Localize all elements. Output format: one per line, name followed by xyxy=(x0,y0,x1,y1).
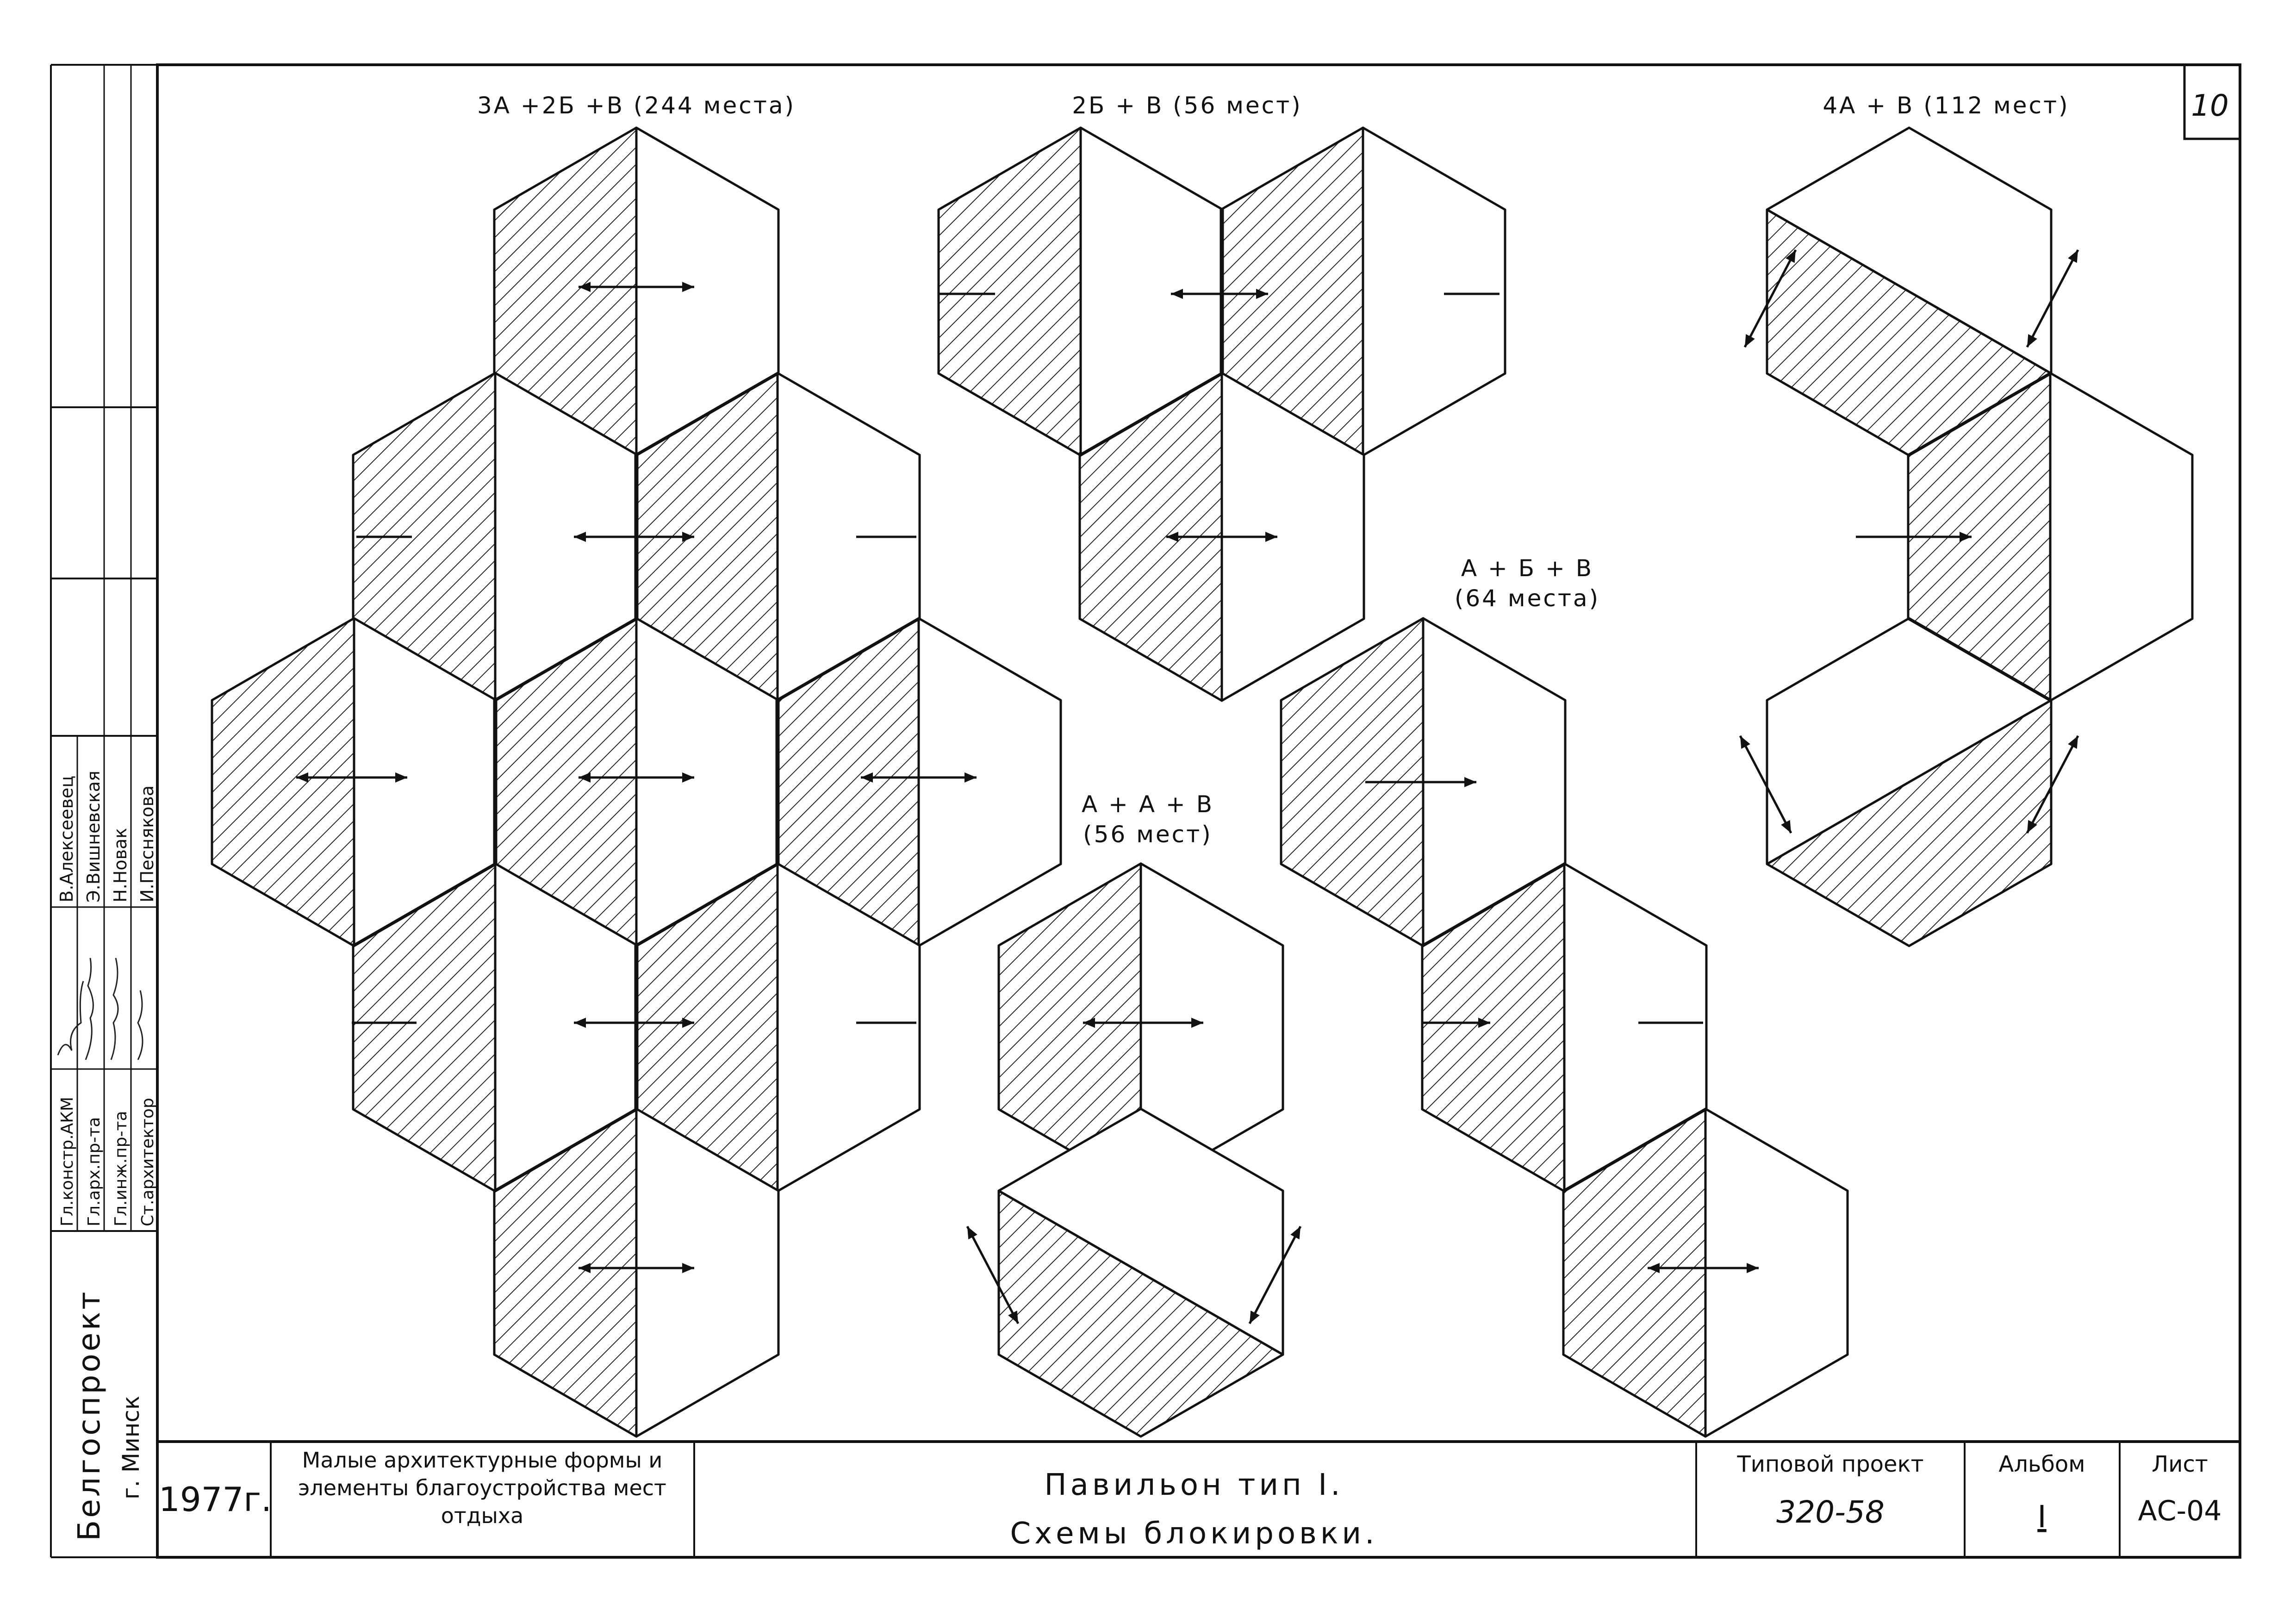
arrow-line xyxy=(1743,249,1797,348)
arrow-head xyxy=(2068,250,2078,263)
arrow-head xyxy=(1745,334,1755,347)
scheme-title: 4А + В (112 мест) xyxy=(1823,92,2069,119)
arrow-head xyxy=(1250,1310,1260,1324)
approval-names: В.Алексеевец Э.Вишневская Н.Новак И.Песн… xyxy=(56,771,157,902)
pavilion-half xyxy=(937,126,1082,457)
sheet-value: АС-04 xyxy=(2138,1495,2222,1527)
arrow-head xyxy=(682,1018,694,1028)
arrow-head xyxy=(682,282,694,292)
role-2: Гл.арх.пр-та xyxy=(85,1117,104,1226)
scheme-title: А + Б + В xyxy=(1461,555,1593,582)
arrow-head xyxy=(1960,532,1972,542)
arrow-head xyxy=(579,282,591,292)
arrow-head xyxy=(1008,1310,1018,1324)
approval-roles: Гл.констр.АКМ Гл.арх.пр-та Гл.инж.пр-та … xyxy=(58,1097,157,1226)
pavilion-half xyxy=(1139,862,1284,1193)
arrow-head xyxy=(574,532,586,542)
project-value: 320-58 xyxy=(1776,1494,1885,1530)
arrow-head xyxy=(579,1263,591,1273)
title-block: 1977г. Малые архитектурные формы и элеме… xyxy=(157,1440,2240,1557)
arrow-head xyxy=(2027,334,2037,347)
role-4: Ст.архитектор xyxy=(138,1098,157,1226)
pavilion-half xyxy=(917,617,1062,947)
name-1: В.Алексеевец xyxy=(56,776,77,902)
arrow-line xyxy=(2026,735,2079,834)
pavilion-half xyxy=(1220,372,1365,702)
pavilion-half xyxy=(635,1107,780,1438)
arrow-head xyxy=(1265,532,1277,542)
drawing-title-line-2: Схемы блокировки. xyxy=(1010,1517,1378,1551)
approval-signatures xyxy=(57,958,143,1060)
sheet-number: 10 xyxy=(2191,89,2228,123)
arrow-head xyxy=(967,1226,977,1240)
arrow-head xyxy=(1083,1018,1095,1028)
role-1: Гл.констр.АКМ xyxy=(58,1097,77,1226)
arrow-head xyxy=(574,1018,586,1028)
scheme-title: А + А + В xyxy=(1082,791,1214,818)
arrow-head xyxy=(296,772,308,783)
pavilion-half xyxy=(997,1189,1284,1438)
arrow-head xyxy=(1786,250,1796,263)
arrow-head xyxy=(964,772,977,783)
arrow-head xyxy=(1191,1018,1203,1028)
name-3: Н.Новак xyxy=(110,828,131,902)
project-label: Типовой проект xyxy=(1736,1451,1923,1477)
sheet-number-box xyxy=(2183,63,2241,140)
arrow-head xyxy=(1740,736,1750,749)
arrow-head xyxy=(1166,532,1178,542)
arrow-head xyxy=(1478,1018,1490,1028)
scheme-title: (56 мест) xyxy=(1083,821,1213,848)
scheme-title: (64 места) xyxy=(1455,585,1600,612)
arrow-head xyxy=(1171,289,1183,299)
pavilion-half xyxy=(1704,1107,1849,1438)
arrow-head xyxy=(1781,820,1791,833)
name-2: Э.Вишневская xyxy=(83,771,104,902)
pavilion-half xyxy=(776,862,921,1193)
arrow-head xyxy=(2027,820,2037,833)
album-value: I xyxy=(2037,1499,2046,1535)
pavilion-half xyxy=(2049,372,2194,702)
arrow-head xyxy=(682,532,694,542)
arrow-line xyxy=(1248,1225,1302,1325)
scheme-title: 3А +2Б +В (244 места) xyxy=(477,92,796,119)
drawing-title-line-1: Павильон тип I. xyxy=(1045,1468,1344,1502)
arrow-head xyxy=(1256,289,1268,299)
blocking-schemes xyxy=(211,126,2194,1438)
scheme-title: 2Б + В (56 мест) xyxy=(1072,92,1302,119)
arrow-head xyxy=(682,1263,694,1273)
arrow-head xyxy=(1648,1263,1660,1273)
arrow-head xyxy=(2068,736,2078,749)
city-name: г. Минск xyxy=(118,1396,144,1499)
pavilion-half xyxy=(211,617,355,947)
arrow-head xyxy=(579,772,591,783)
arrow-line xyxy=(2026,249,2079,348)
arrow-head xyxy=(1464,777,1476,787)
series-title: Малые архитектурные формы и элементы бла… xyxy=(298,1448,666,1528)
arrow-line xyxy=(1739,735,1792,834)
series-title-box: Малые архитектурные формы и элементы бла… xyxy=(298,1448,666,1528)
organization-name: Белгоспроект xyxy=(71,1289,107,1541)
arrow-head xyxy=(1747,1263,1759,1273)
pavilion-half xyxy=(1362,126,1506,457)
sheet-label: Лист xyxy=(2152,1451,2208,1477)
name-4: И.Песнякова xyxy=(137,785,157,902)
arrow-head xyxy=(861,772,873,783)
role-3: Гл.инж.пр-та xyxy=(112,1111,131,1226)
approval-strip: Гл.констр.АКМ Гл.арх.пр-та Гл.инж.пр-та … xyxy=(50,735,158,1232)
album-label: Альбом xyxy=(1999,1451,2085,1477)
title-year: 1977г. xyxy=(159,1480,272,1519)
arrow-head xyxy=(395,772,407,783)
arrow-head xyxy=(1290,1226,1300,1240)
arrow-head xyxy=(682,772,694,783)
arrow-line xyxy=(966,1225,1020,1325)
